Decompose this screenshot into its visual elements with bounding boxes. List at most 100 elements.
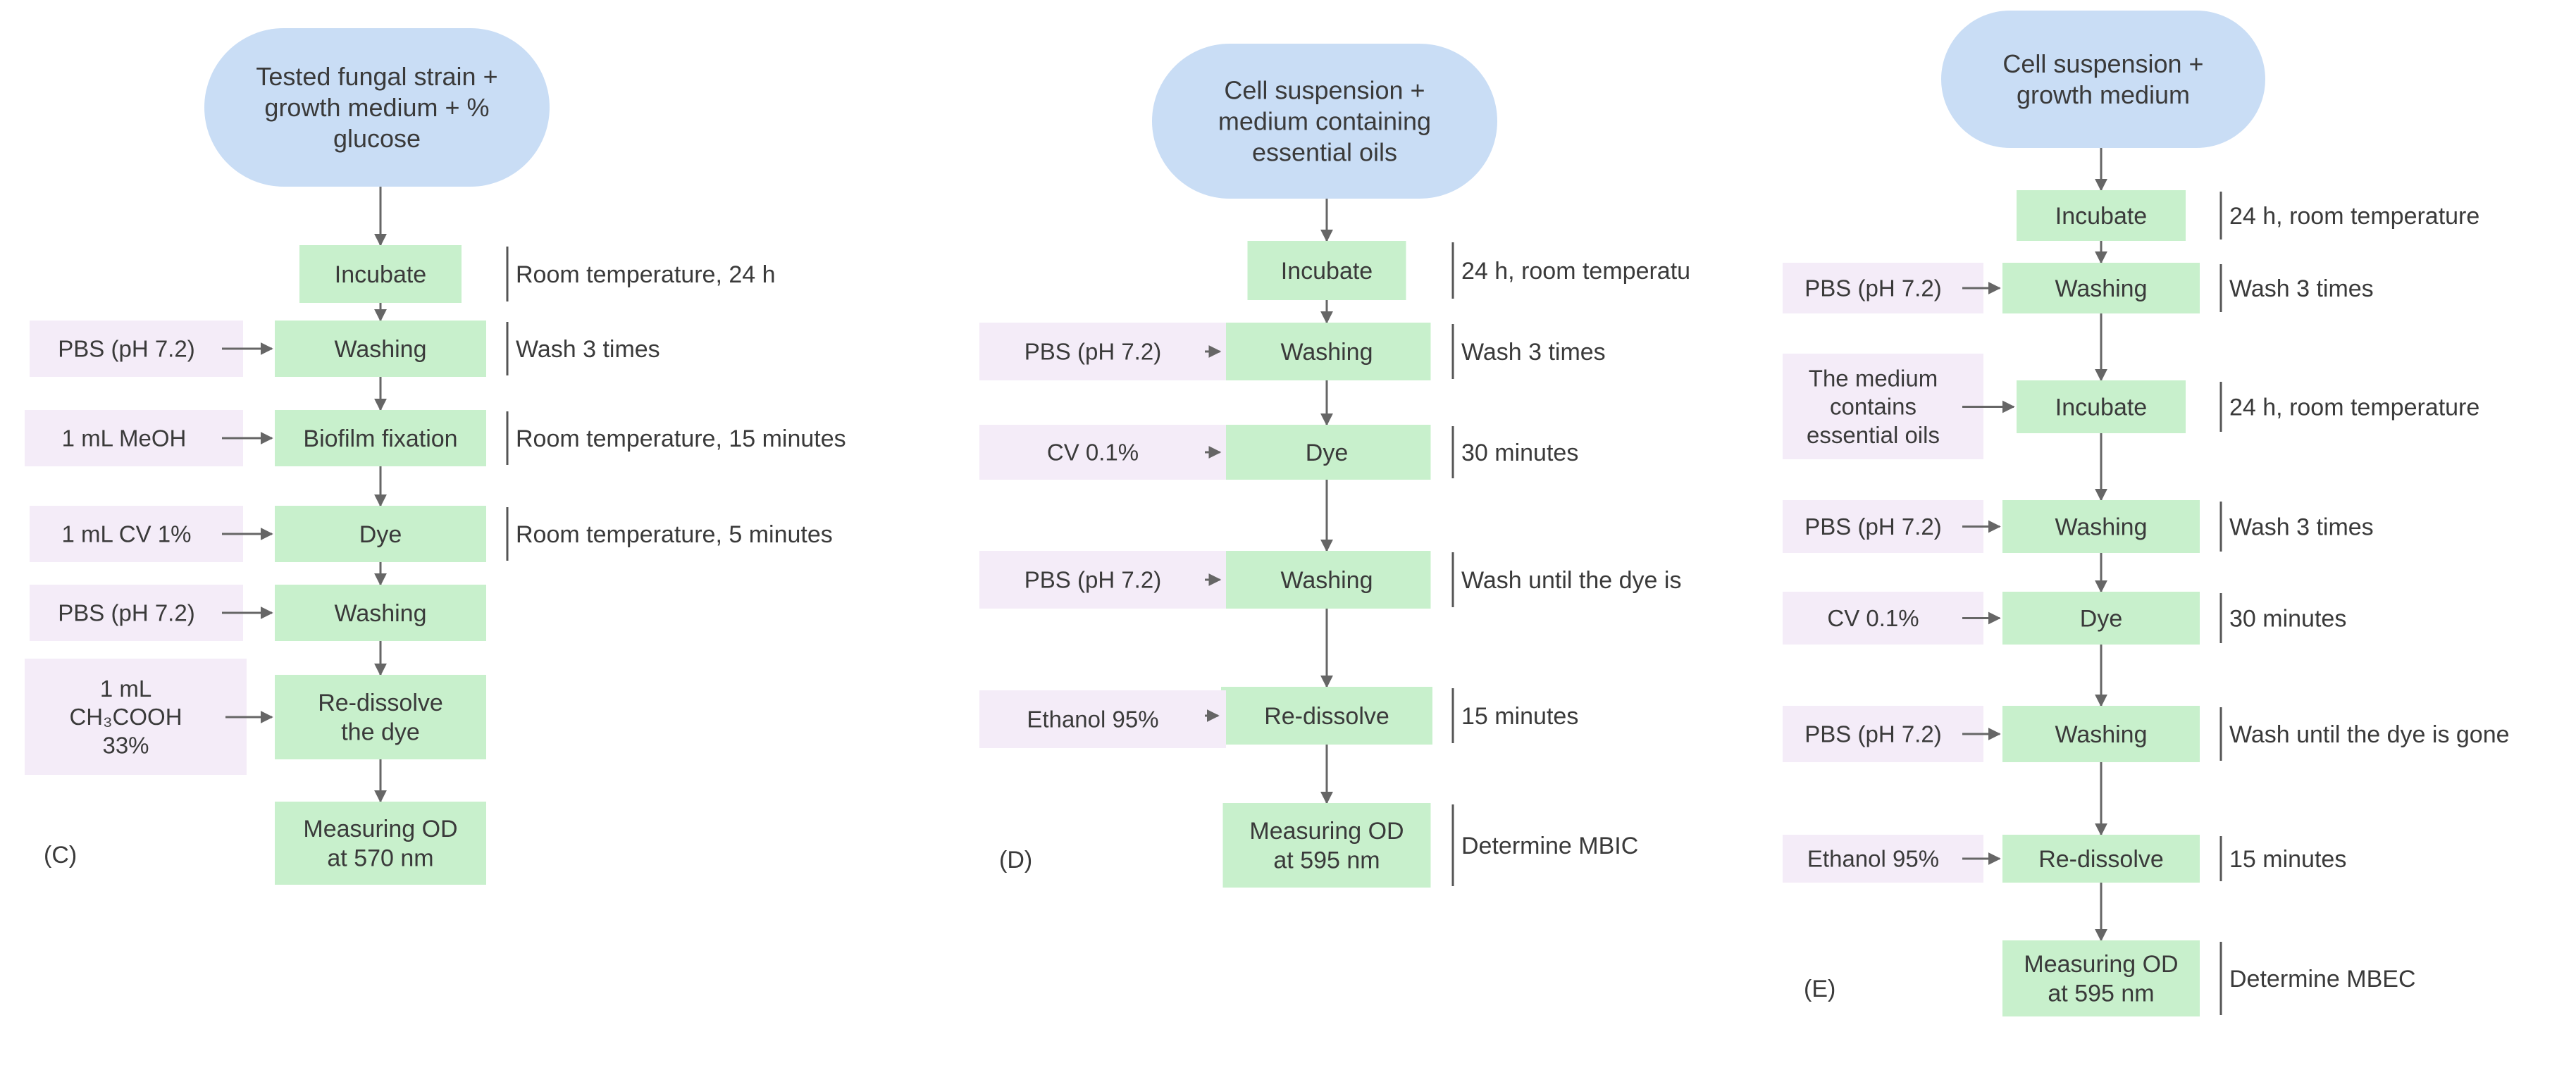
step-box	[2002, 500, 2200, 553]
step-box	[2002, 263, 2200, 313]
step-label: Washing	[334, 336, 426, 363]
step-note: Room temperature, 5 minutes	[516, 521, 833, 548]
step-note: Room temperature, 24 h	[516, 261, 776, 288]
step-box	[2017, 380, 2186, 433]
step-note: Wash 3 times	[2229, 514, 2374, 541]
start-node-text: essential oils	[1252, 138, 1397, 167]
step-label: Incubate	[2055, 394, 2147, 421]
input-box	[1783, 500, 1983, 553]
step-note: 30 minutes	[1461, 440, 1578, 466]
start-node	[1152, 44, 1497, 199]
input-box	[979, 425, 1226, 480]
step-box	[1222, 425, 1431, 480]
input-label: 33%	[102, 732, 149, 758]
step-note: 15 minutes	[1461, 703, 1578, 730]
step-label: Incubate	[335, 261, 426, 288]
step-label: Biofilm fixation	[303, 425, 457, 452]
step-box	[2002, 835, 2200, 883]
step-label: at 570 nm	[327, 845, 433, 872]
step-note: 30 minutes	[2229, 606, 2346, 633]
panel-label: (D)	[999, 847, 1032, 873]
input-box	[979, 551, 1226, 609]
step-box	[1222, 323, 1431, 380]
start-node-text: growth medium + %	[264, 93, 489, 122]
input-label: contains	[1830, 394, 1916, 420]
input-label: PBS (pH 7.2)	[58, 600, 194, 626]
step-box	[275, 506, 486, 562]
input-label: PBS (pH 7.2)	[1804, 514, 1941, 540]
step-box	[275, 321, 486, 377]
step-label: Washing	[334, 600, 426, 627]
step-label: Measuring OD	[303, 816, 457, 842]
step-note: 24 h, room temperature	[2229, 203, 2479, 230]
input-label: CV 0.1%	[1047, 440, 1139, 466]
step-label: Dye	[1306, 440, 1348, 466]
step-label: Dye	[2080, 605, 2122, 632]
step-label: Washing	[1280, 339, 1373, 366]
step-note: 15 minutes	[2229, 846, 2346, 873]
input-box	[1783, 706, 1983, 762]
step-label: Washing	[2055, 275, 2147, 302]
step-box	[2002, 706, 2200, 762]
step-label: Washing	[2055, 514, 2147, 540]
start-node	[204, 28, 550, 187]
step-box	[2002, 940, 2200, 1016]
panel-label: (C)	[44, 842, 77, 869]
step-label: Dye	[359, 521, 402, 548]
step-note: Wash until the dye is	[1461, 567, 1681, 594]
step-label: Re-dissolve	[318, 690, 443, 716]
step-note: Determine MBEC	[2229, 966, 2416, 993]
step-box	[1222, 551, 1431, 609]
step-note: Room temperature, 15 minutes	[516, 425, 846, 452]
input-label: 1 mL MeOH	[62, 425, 187, 452]
start-node-text: growth medium	[2017, 80, 2190, 109]
input-label: Ethanol 95%	[1027, 707, 1158, 733]
step-label: Measuring OD	[1249, 818, 1404, 845]
step-label: Measuring OD	[2024, 951, 2178, 978]
panel-d: Cell suspension +medium containingessent…	[979, 44, 1690, 888]
panel-c: Tested fungal strain +growth medium + %g…	[25, 28, 846, 885]
step-label: Incubate	[2055, 203, 2147, 230]
step-label: Re-dissolve	[1264, 703, 1389, 730]
start-node-text: Cell suspension +	[2002, 49, 2203, 78]
input-box	[30, 585, 243, 641]
step-note: 24 h, room temperatu	[1461, 258, 1690, 285]
input-box	[1783, 835, 1983, 883]
step-box	[1221, 687, 1432, 745]
input-box	[25, 410, 243, 466]
step-label: Washing	[2055, 721, 2147, 748]
input-label: PBS (pH 7.2)	[1024, 567, 1161, 593]
step-note: Wash 3 times	[516, 336, 660, 363]
input-label: CH₃COOH	[69, 704, 182, 730]
panel-label: (E)	[1804, 976, 1835, 1002]
step-note: 24 h, room temperature	[2229, 394, 2479, 421]
input-label: 1 mL CV 1%	[61, 521, 191, 547]
step-box	[275, 802, 486, 885]
step-label: at 595 nm	[1273, 847, 1380, 874]
input-label: 1 mL	[100, 676, 151, 702]
step-box	[299, 245, 462, 303]
start-node-text: medium containing	[1218, 107, 1431, 136]
input-box	[30, 506, 243, 562]
input-box	[25, 659, 247, 775]
input-box	[979, 323, 1226, 380]
step-box	[1247, 241, 1406, 300]
input-box	[30, 321, 243, 377]
input-label: essential oils	[1807, 422, 1940, 448]
step-label: Incubate	[1281, 258, 1373, 285]
input-box	[1783, 263, 1983, 313]
step-label: Washing	[1280, 567, 1373, 594]
step-box	[275, 585, 486, 641]
step-label: the dye	[341, 719, 420, 746]
step-box	[1222, 803, 1431, 888]
start-node-text: Tested fungal strain +	[256, 62, 497, 91]
step-note: Wash 3 times	[1461, 339, 1606, 366]
input-label: CV 0.1%	[1827, 605, 1919, 631]
input-box	[1783, 354, 1983, 459]
input-label: PBS (pH 7.2)	[1024, 339, 1161, 365]
start-node-text: Cell suspension +	[1224, 76, 1425, 105]
step-box	[275, 410, 486, 466]
input-label: Ethanol 95%	[1807, 846, 1939, 872]
